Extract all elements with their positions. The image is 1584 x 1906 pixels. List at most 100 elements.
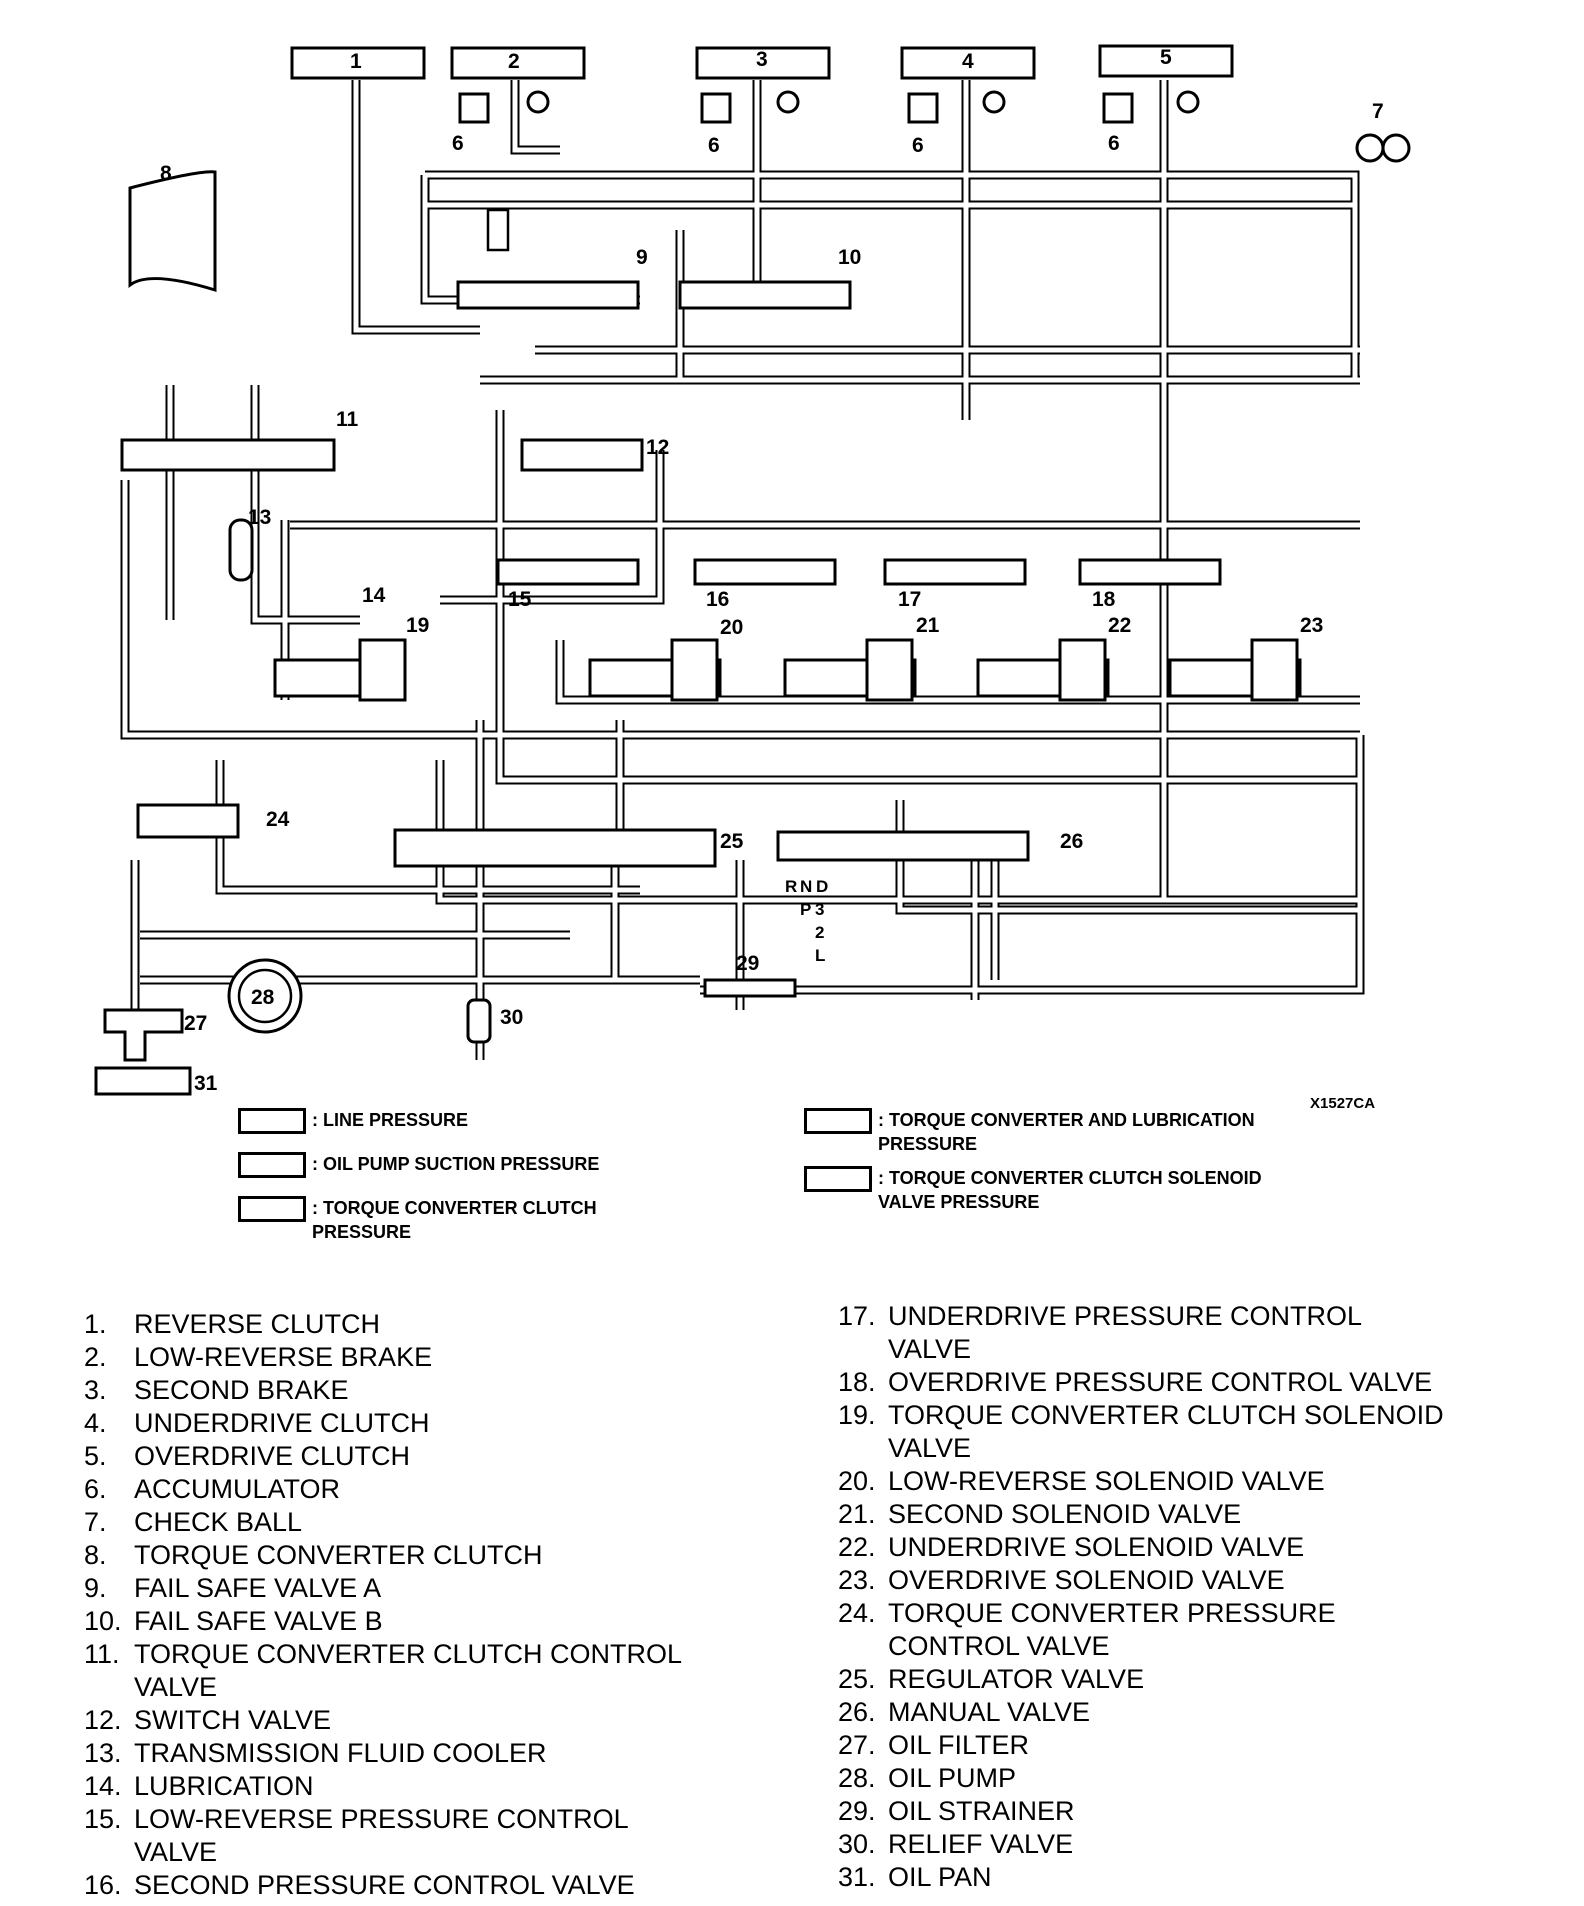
range-n: N bbox=[800, 877, 812, 896]
callout-22: 22 bbox=[1108, 614, 1131, 637]
range-d: D bbox=[816, 877, 828, 896]
callout-6c: 6 bbox=[912, 134, 924, 157]
range-2: 2 bbox=[815, 923, 824, 942]
callout-28: 28 bbox=[251, 986, 275, 1009]
solenoid-valves bbox=[273, 638, 1302, 702]
legend-swatch bbox=[804, 1166, 872, 1192]
list-item: 27.OIL FILTER bbox=[838, 1730, 1030, 1760]
switch-valve bbox=[520, 438, 644, 472]
clutch-boxes bbox=[290, 44, 1234, 80]
legend-label: : TORQUE CONVERTER AND LUBRICATION PRESS… bbox=[878, 1110, 1255, 1154]
parts-list-right: 17.UNDERDRIVE PRESSURE CONTROL VALVE 18.… bbox=[838, 1300, 1448, 1894]
callout-21: 21 bbox=[916, 614, 940, 637]
list-item: 2.LOW-REVERSE BRAKE bbox=[84, 1342, 433, 1372]
callout-24: 24 bbox=[266, 808, 290, 831]
hydraulic-passages bbox=[120, 80, 1365, 1060]
list-item: 14.LUBRICATION bbox=[84, 1771, 314, 1801]
list-item: 21.SECOND SOLENOID VALVE bbox=[838, 1499, 1242, 1529]
range-p: P bbox=[800, 900, 811, 919]
list-item: 31.OIL PAN bbox=[838, 1862, 992, 1892]
list-item: 28.OIL PUMP bbox=[838, 1763, 1017, 1793]
range-r: R bbox=[785, 877, 797, 896]
list-item: 20.LOW-REVERSE SOLENOID VALVE bbox=[838, 1466, 1325, 1496]
list-item: 23.OVERDRIVE SOLENOID VALVE bbox=[838, 1565, 1285, 1595]
oil-strainer bbox=[703, 978, 797, 998]
oil-pump bbox=[227, 958, 303, 1034]
callout-18: 18 bbox=[1092, 588, 1116, 611]
callout-8: 8 bbox=[160, 162, 172, 185]
callout-13: 13 bbox=[248, 506, 271, 529]
hydraulic-circuit-diagram: 1 2 3 4 5 6 6 6 6 7 8 9 10 11 12 13 14 1… bbox=[94, 44, 1411, 1096]
transmission-fluid-cooler bbox=[228, 518, 254, 582]
callout-30: 30 bbox=[500, 1006, 523, 1029]
legend-tc-lubrication: : TORQUE CONVERTER AND LUBRICATION PRESS… bbox=[804, 1108, 1255, 1156]
range-3: 3 bbox=[815, 900, 824, 919]
callout-16: 16 bbox=[706, 588, 729, 611]
parts-list-left: 1.REVERSE CLUTCH 2.LOW-REVERSE BRAKE 3.S… bbox=[84, 1308, 694, 1902]
list-item: 22.UNDERDRIVE SOLENOID VALVE bbox=[838, 1532, 1305, 1562]
accumulators bbox=[458, 90, 1200, 124]
manual-range-positions: R N D P 3 2 L bbox=[785, 877, 828, 965]
oil-filter bbox=[103, 1008, 184, 1062]
callout-31: 31 bbox=[194, 1072, 218, 1095]
list-item: 9.FAIL SAFE VALVE A bbox=[84, 1573, 382, 1603]
callout-6a: 6 bbox=[452, 132, 464, 155]
callout-11: 11 bbox=[336, 408, 359, 431]
callout-6d: 6 bbox=[1108, 132, 1120, 155]
list-item: 5.OVERDRIVE CLUTCH bbox=[84, 1441, 411, 1471]
callout-4: 4 bbox=[962, 50, 974, 73]
legend-label: : TORQUE CONVERTER CLUTCH PRESSURE bbox=[312, 1198, 597, 1242]
list-item: 30.RELIEF VALVE bbox=[838, 1829, 1074, 1859]
list-item: 11.TORQUE CONVERTER CLUTCH CONTROL VALVE bbox=[84, 1639, 682, 1702]
relief-valve bbox=[466, 998, 492, 1044]
list-item: 3.SECOND BRAKE bbox=[84, 1375, 349, 1405]
callout-labels: 1 2 3 4 5 6 6 6 6 7 8 9 10 11 12 13 14 1… bbox=[160, 46, 1384, 1095]
callout-29: 29 bbox=[736, 952, 759, 975]
list-item: 15.LOW-REVERSE PRESSURE CONTROL VALVE bbox=[84, 1804, 628, 1867]
list-item: 19.TORQUE CONVERTER CLUTCH SOLENOID VALV… bbox=[838, 1400, 1444, 1463]
fail-safe-valves bbox=[456, 208, 852, 310]
list-item: 12.SWITCH VALVE bbox=[84, 1705, 332, 1735]
legend-label: : LINE PRESSURE bbox=[312, 1110, 469, 1130]
list-item: 10.FAIL SAFE VALVE B bbox=[84, 1606, 383, 1636]
callout-27: 27 bbox=[184, 1012, 207, 1035]
callout-2: 2 bbox=[508, 50, 520, 73]
check-ball bbox=[1355, 133, 1411, 163]
legend-label: : OIL PUMP SUCTION PRESSURE bbox=[312, 1154, 600, 1174]
figure-code: X1527CA bbox=[1310, 1095, 1376, 1112]
range-l: L bbox=[815, 946, 825, 965]
callout-12: 12 bbox=[646, 436, 669, 459]
list-item: 7.CHECK BALL bbox=[84, 1507, 303, 1537]
legend-swatch bbox=[238, 1152, 306, 1178]
callout-14: 14 bbox=[362, 584, 386, 607]
oil-pan bbox=[94, 1066, 192, 1096]
list-item: 16.SECOND PRESSURE CONTROL VALVE bbox=[84, 1870, 635, 1900]
callout-7: 7 bbox=[1372, 100, 1384, 123]
pressure-control-valves bbox=[496, 558, 1222, 586]
list-item: 25.REGULATOR VALVE bbox=[838, 1664, 1145, 1694]
callout-19: 19 bbox=[406, 614, 429, 637]
callout-20: 20 bbox=[720, 616, 743, 639]
list-item: 1.REVERSE CLUTCH bbox=[84, 1309, 381, 1339]
callout-1: 1 bbox=[350, 50, 362, 73]
list-item: 13.TRANSMISSION FLUID COOLER bbox=[84, 1738, 547, 1768]
tcc-control-valve bbox=[120, 438, 336, 472]
legend-line-pressure: : LINE PRESSURE bbox=[238, 1108, 468, 1134]
callout-9: 9 bbox=[636, 246, 648, 269]
legend-label: : TORQUE CONVERTER CLUTCH SOLENOID VALVE… bbox=[878, 1168, 1262, 1212]
regulator-valve bbox=[393, 828, 717, 868]
legend-tcc-pressure: : TORQUE CONVERTER CLUTCH PRESSURE bbox=[238, 1196, 597, 1244]
list-item: 6.ACCUMULATOR bbox=[84, 1474, 341, 1504]
list-item: 26.MANUAL VALVE bbox=[838, 1697, 1091, 1727]
manual-valve bbox=[776, 830, 1030, 862]
callout-5: 5 bbox=[1160, 46, 1172, 69]
legend-swatch bbox=[238, 1196, 306, 1222]
list-item: 4.UNDERDRIVE CLUTCH bbox=[84, 1408, 430, 1438]
callout-23: 23 bbox=[1300, 614, 1323, 637]
list-item: 8.TORQUE CONVERTER CLUTCH bbox=[84, 1540, 543, 1570]
list-item: 17.UNDERDRIVE PRESSURE CONTROL VALVE bbox=[838, 1301, 1362, 1364]
callout-26: 26 bbox=[1060, 830, 1083, 853]
callout-15: 15 bbox=[508, 588, 532, 611]
list-item: 29.OIL STRAINER bbox=[838, 1796, 1075, 1826]
list-item: 24.TORQUE CONVERTER PRESSURE CONTROL VAL… bbox=[838, 1598, 1336, 1661]
